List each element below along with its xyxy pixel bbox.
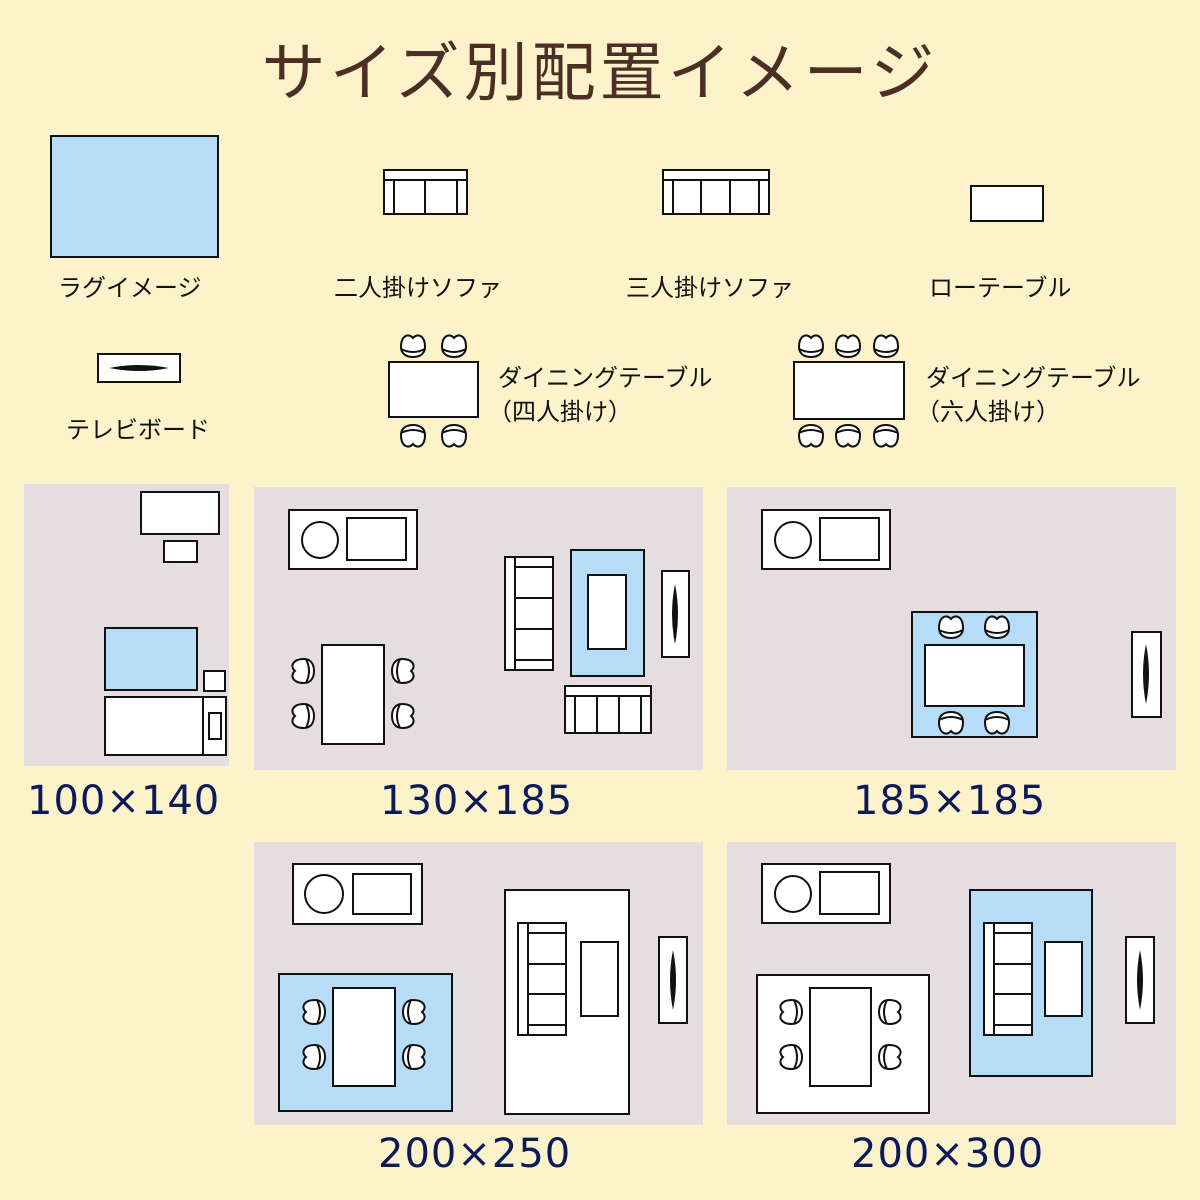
legend-rug-label: ラグイメージ [58,274,202,302]
legend-dining6-label-1: ダイニングテーブル [926,364,1141,392]
legend-sofa3-label: 三人掛けソファ [626,274,794,302]
legend-tv-board-label: テレビボード [66,416,210,444]
dining4-swatch [388,334,479,448]
room-130x185 [254,487,703,770]
tv-board-swatch [97,353,181,383]
room-200x300 [727,842,1176,1125]
sofa2-swatch [383,169,468,215]
rug-swatch [50,135,219,258]
size-caption-185x185: 185×185 [853,778,1047,824]
sofa3-swatch [662,169,770,215]
legend-sofa2-label: 二人掛けソファ [334,274,502,302]
legend-low-table-label: ローテーブル [929,274,1072,302]
size-caption-100x140: 100×140 [27,778,221,824]
room-185x185 [727,487,1176,770]
legend-dining6-label-2: （六人掛け） [916,398,1060,426]
page-title: サイズ別配置イメージ [261,37,939,111]
size-caption-130x185: 130×185 [380,778,574,824]
size-caption-200x250: 200×250 [378,1131,572,1177]
size-caption-200x300: 200×300 [851,1131,1045,1177]
legend-dining4-label-2: （四人掛け） [488,398,632,426]
legend-dining4-label-1: ダイニングテーブル [498,364,713,392]
room-200x250 [254,842,703,1125]
room-100x140 [24,484,229,766]
low-table-swatch [970,185,1044,222]
dining6-swatch [793,334,905,448]
